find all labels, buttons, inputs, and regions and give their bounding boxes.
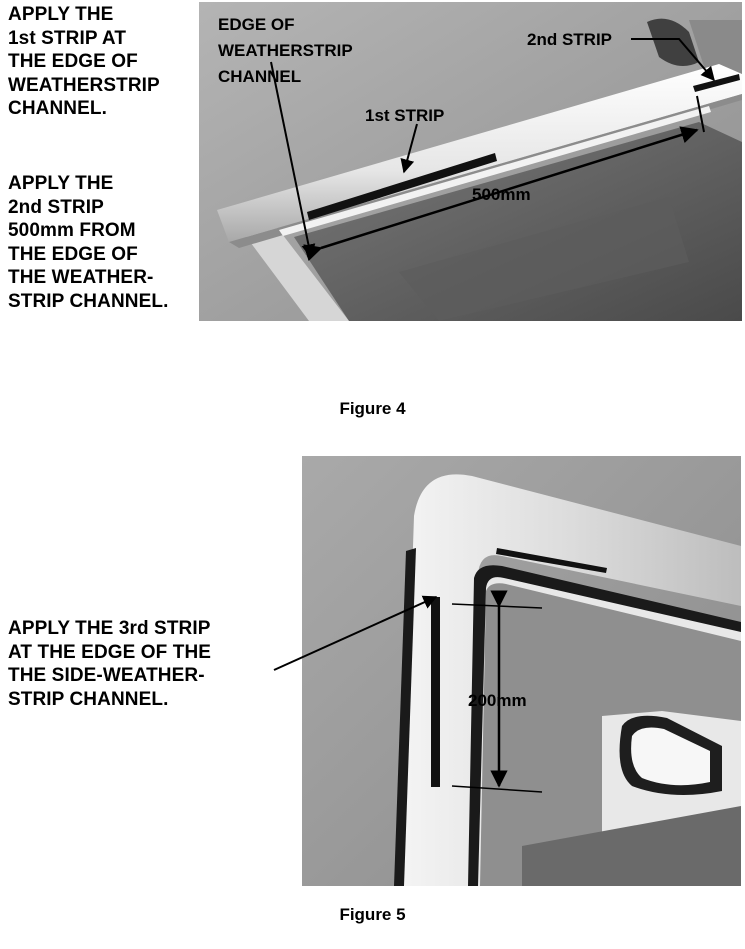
figure5-illustration [302,456,741,886]
instruction-line: STRIP CHANNEL. [8,688,169,710]
edge-label-line: WEATHERSTRIP [218,41,353,60]
instruction-line: WEATHERSTRIP [8,74,160,96]
edge-label-line: CHANNEL [218,67,301,86]
instruction-line: APPLY THE [8,173,114,194]
instruction-line: APPLY THE [8,4,114,25]
figure5-photo: 200mm [302,456,741,886]
instruction-line: 1st STRIP AT [8,27,127,49]
fig4-instruction-second: APPLY THE 2nd STRIP 500mm FROM THE EDGE … [8,172,168,313]
instruction-line: 2nd STRIP [8,196,104,218]
figure4-caption: Figure 4 [339,399,406,418]
fig4-instruction-first: APPLY THE 1st STRIP AT THE EDGE OF WEATH… [8,3,160,121]
instruction-line: AT THE EDGE OF THE [8,641,212,663]
second-strip-pointer [631,38,715,82]
instruction-line: APPLY THE 3rd STRIP [8,618,211,639]
second-strip-mark [693,74,740,92]
figure5-labels: 200mm [468,691,527,710]
door-frame [402,474,741,886]
dimension-arrow-500 [303,126,699,262]
instruction-line: THE SIDE-WEATHER- [8,665,205,686]
mirror-shape [647,18,699,67]
instruction-line: THE WEATHER- [8,267,154,288]
instruction-line: THE EDGE OF [8,51,138,72]
instruction-line: 500mm FROM [8,220,136,241]
figure5-caption: Figure 5 [339,905,406,924]
second-strip-label: 2nd STRIP [527,30,612,49]
figure4-illustration: EDGE OF WEATHERSTRIP CHANNEL 1st STRIP 2… [199,2,742,321]
distance-500-label: 500mm [472,185,531,204]
instruction-line: STRIP CHANNEL. [8,290,169,312]
first-strip-label: 1st STRIP [365,106,444,125]
edge-label-line: EDGE OF [218,15,295,34]
first-strip-pointer [400,123,418,174]
fig5-instruction: APPLY THE 3rd STRIP AT THE EDGE OF THE T… [8,617,211,711]
edge-pointer [270,61,316,259]
third-strip-mark [431,597,440,787]
distance-200-label: 200mm [468,691,527,710]
door-frame-edge [239,217,349,321]
window-glass [480,583,741,886]
instruction-line: THE EDGE OF [8,243,138,265]
instruction-line: CHANNEL. [8,98,107,119]
figure4-photo: EDGE OF WEATHERSTRIP CHANNEL 1st STRIP 2… [199,2,742,321]
